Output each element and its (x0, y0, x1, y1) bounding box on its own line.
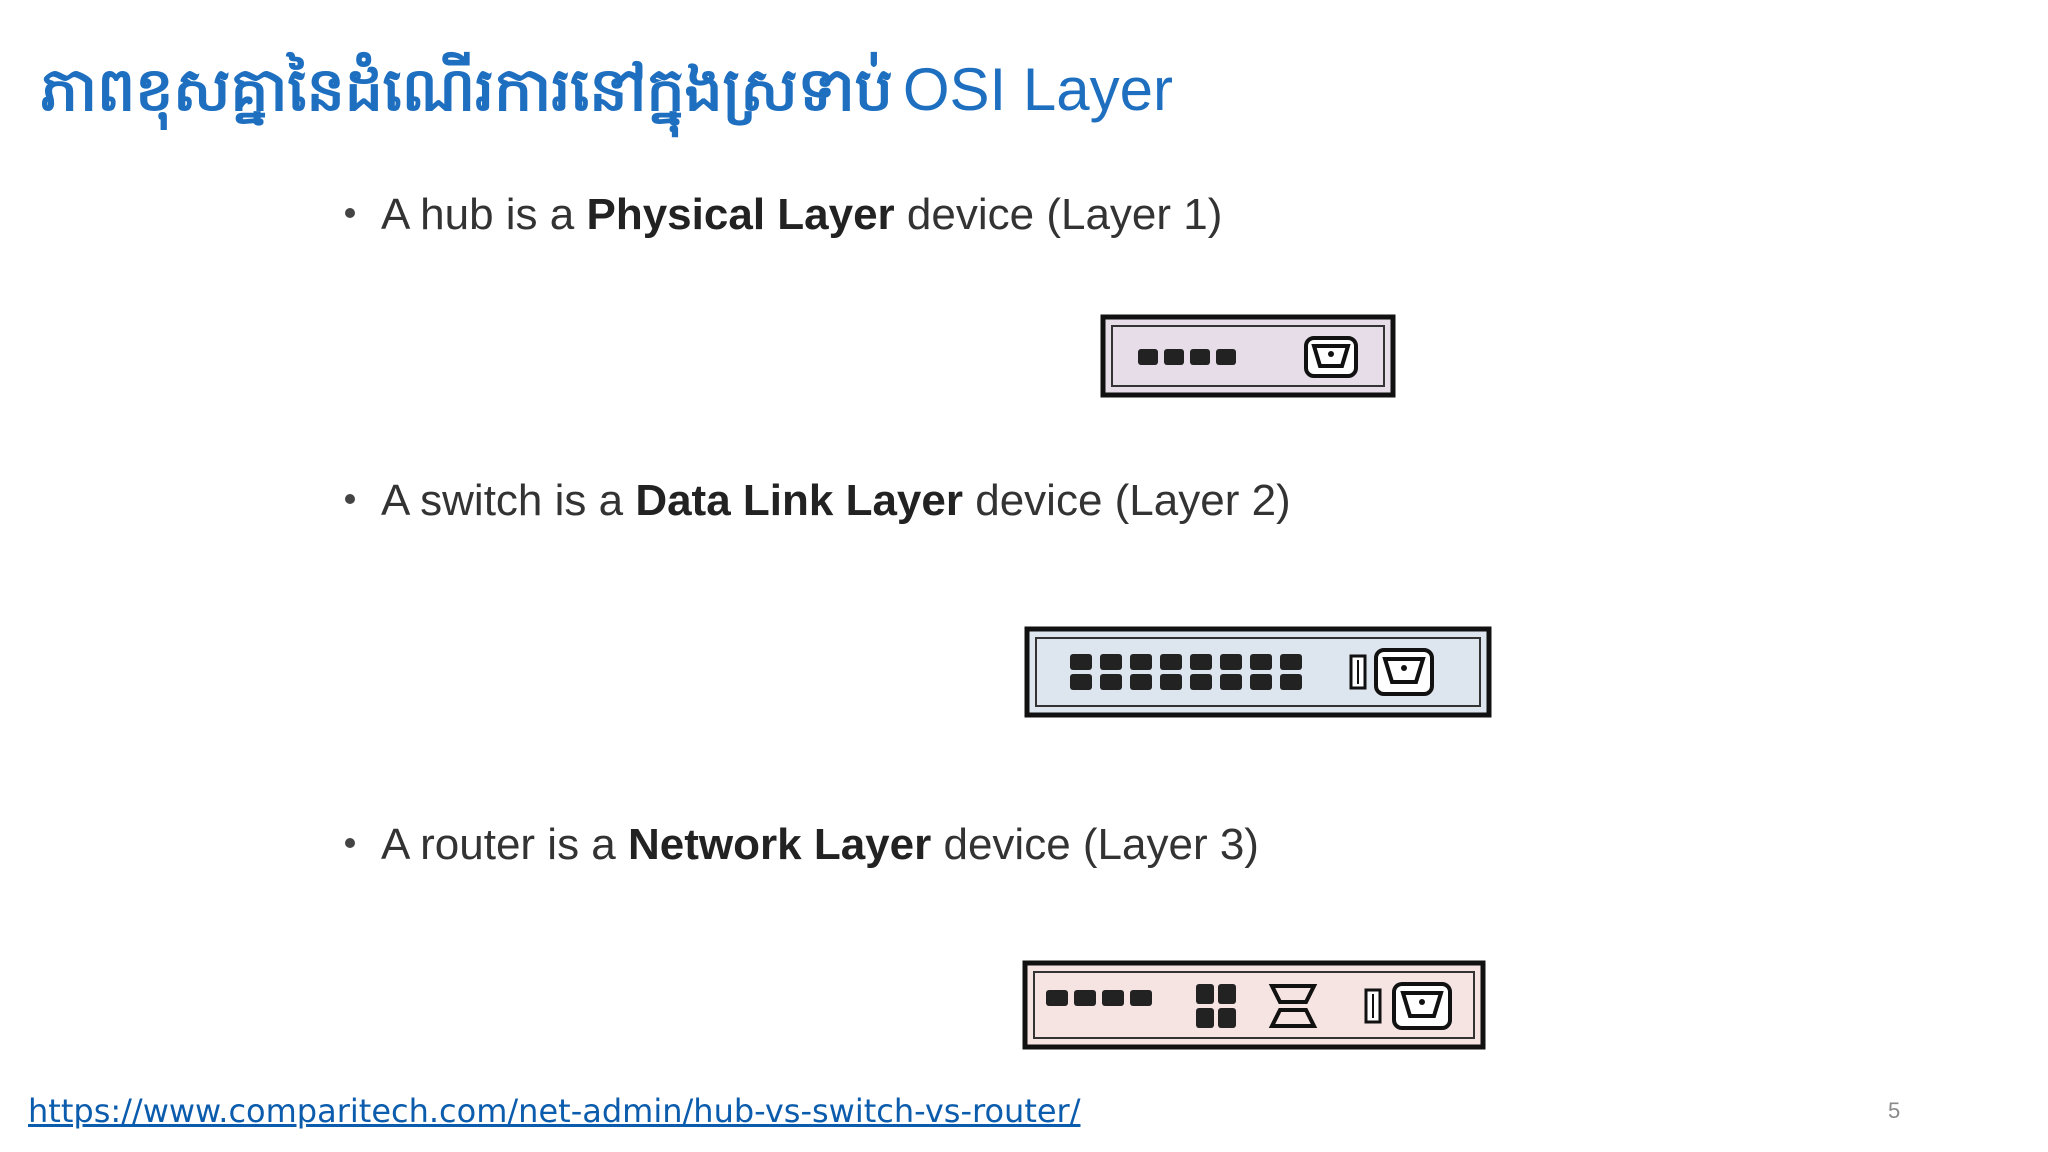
slide-title-khmer: ភាពខុសគ្នានៃដំណើរការនៅក្នុងស្រទាប់ (40, 55, 893, 125)
bullet-bold-text: Data Link Layer (635, 476, 963, 525)
router-icon (1022, 960, 1486, 1050)
switch-icon (1024, 626, 1492, 718)
bullet-dot (345, 838, 355, 849)
bullet-dot (345, 494, 355, 505)
bullet-text: A hub is a (381, 190, 587, 239)
source-link[interactable]: https://www.comparitech.com/net-admin/hu… (28, 1092, 1081, 1130)
slide-title-latin: OSI Layer (902, 56, 1173, 123)
bullet-dot (345, 208, 355, 219)
bullet-bold-text: Physical Layer (586, 190, 895, 239)
bullet-bold-text: Network Layer (628, 820, 932, 869)
bullet-text: A router is a (381, 820, 629, 869)
bullet-router: A router is a Network Layer device (Laye… (345, 820, 1259, 870)
bullet-text: device (Layer 3) (931, 820, 1259, 869)
bullet-switch: A switch is a Data Link Layer device (La… (345, 476, 1291, 526)
bullet-hub: A hub is a Physical Layer device (Layer … (345, 190, 1222, 240)
page-number: 5 (1888, 1098, 1901, 1123)
bullet-text: A switch is a (381, 476, 636, 525)
bullet-text: device (Layer 2) (963, 476, 1291, 525)
hub-icon (1100, 314, 1396, 398)
bullet-text: device (Layer 1) (894, 190, 1223, 239)
slide-title: ភាពខុសគ្នានៃដំណើរការនៅក្នុងស្រទាប់OSI La… (40, 40, 1173, 140)
